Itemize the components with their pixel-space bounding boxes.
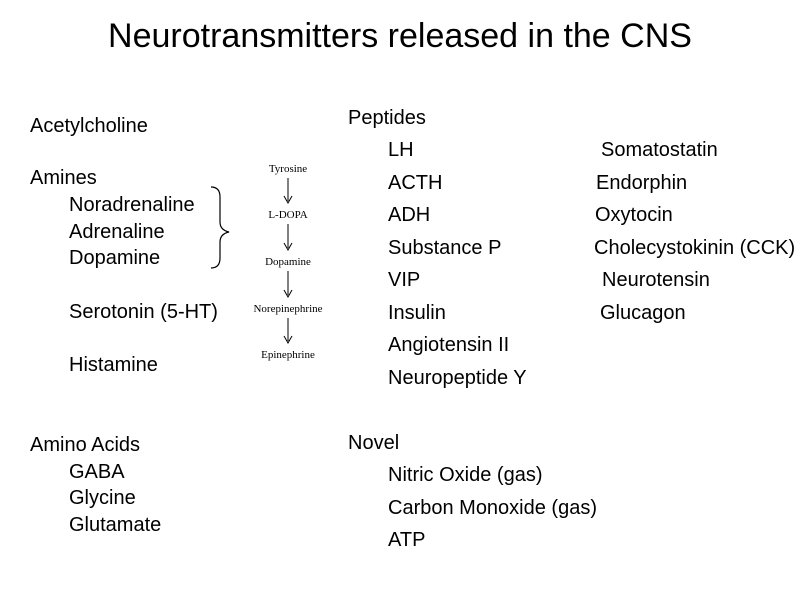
pathway-arrow-icon xyxy=(283,318,293,345)
slide-title: Neurotransmitters released in the CNS xyxy=(108,17,692,55)
peptide-item: LH xyxy=(388,139,414,161)
amino-acid-item: Glycine xyxy=(69,487,136,509)
peptide-item: Neuropeptide Y xyxy=(388,367,527,389)
pathway-step-norepinephrine: Norepinephrine xyxy=(253,303,323,315)
peptide-item: ACTH xyxy=(388,172,443,194)
peptide-item: Endorphin xyxy=(596,172,688,194)
amine-item: Noradrenaline xyxy=(69,194,195,216)
novel-item: Carbon Monoxide (gas) xyxy=(388,497,597,519)
pathway-arrow-icon xyxy=(283,224,293,252)
acetylcholine-label: Acetylcholine xyxy=(30,115,148,137)
histamine-label: Histamine xyxy=(69,354,158,376)
amino-acid-item: Glutamate xyxy=(69,514,162,536)
peptide-item: Cholecystokinin (CCK) xyxy=(594,237,796,259)
peptide-item: Angiotensin II xyxy=(388,334,510,356)
peptide-item: ADH xyxy=(388,204,431,226)
pathway-step-tyrosine: Tyrosine xyxy=(268,163,308,175)
pathway-arrow-icon xyxy=(283,271,293,299)
amino-acid-item: GABA xyxy=(69,461,125,483)
novel-heading: Novel xyxy=(348,432,400,454)
pathway-arrow-icon xyxy=(283,178,293,205)
peptide-item: Insulin xyxy=(388,302,446,324)
amine-item: Dopamine xyxy=(69,247,161,269)
peptide-item: Neurotensin xyxy=(602,269,710,291)
peptide-item: Somatostatin xyxy=(601,139,718,161)
amines-brace-icon xyxy=(210,186,230,269)
amine-item: Adrenaline xyxy=(69,221,165,243)
pathway-step-epinephrine: Epinephrine xyxy=(261,349,315,361)
peptide-item: Glucagon xyxy=(600,302,686,324)
serotonin-label: Serotonin (5-HT) xyxy=(69,301,218,323)
novel-item: Nitric Oxide (gas) xyxy=(388,464,543,486)
pathway-step-dopamine: Dopamine xyxy=(265,256,311,268)
peptide-item: Oxytocin xyxy=(595,204,673,226)
pathway-step-l-dopa: L-DOPA xyxy=(268,209,308,221)
peptide-item: VIP xyxy=(388,269,421,291)
amino-acids-heading: Amino Acids xyxy=(30,434,141,456)
peptides-heading: Peptides xyxy=(348,107,426,129)
amines-heading: Amines xyxy=(30,167,97,189)
novel-item: ATP xyxy=(388,529,426,551)
peptide-item: Substance P xyxy=(388,237,502,259)
